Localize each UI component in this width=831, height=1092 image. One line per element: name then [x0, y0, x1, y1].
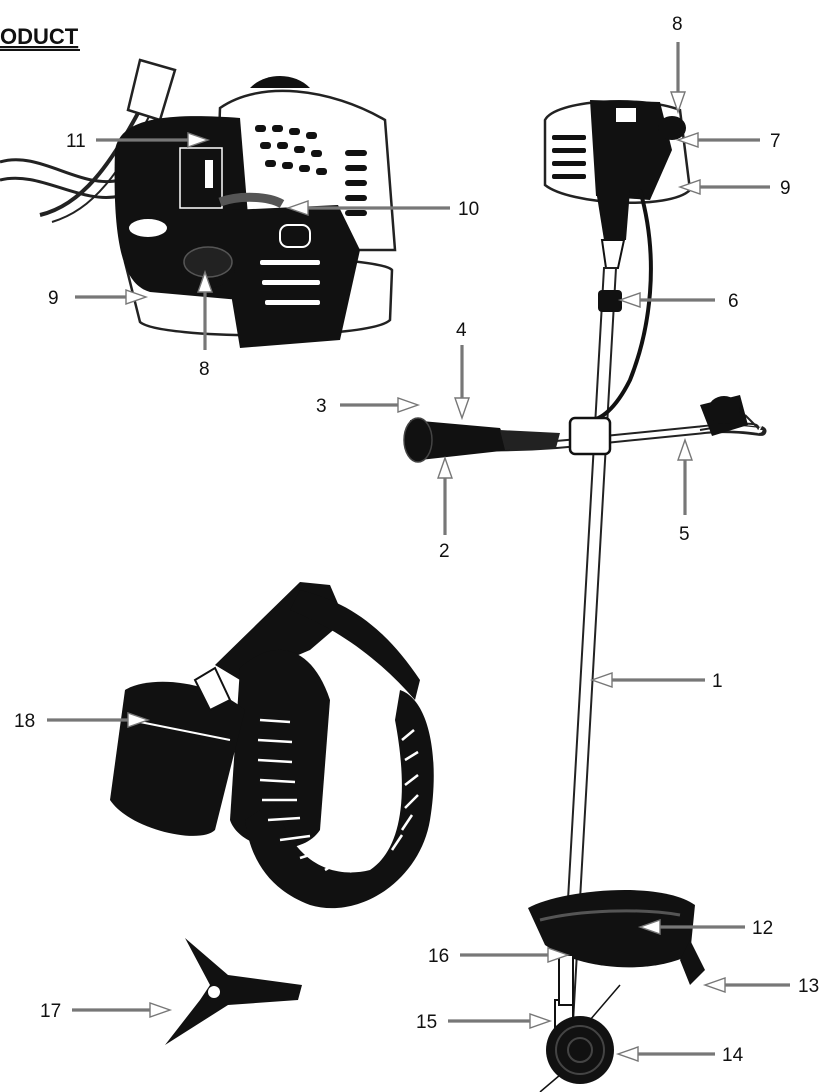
callout-label-1: 1	[712, 671, 723, 692]
callout-arrow-9-right	[677, 179, 770, 195]
callout-arrow-9-left	[75, 289, 149, 305]
callout-arrow-14	[615, 1046, 715, 1062]
callout-label-10: 10	[458, 199, 479, 220]
callout-label-13: 13	[798, 976, 819, 997]
callout-label-18: 18	[14, 711, 35, 732]
callout-label-8-right: 8	[672, 14, 683, 35]
brush-cutter-icon	[403, 100, 767, 1092]
harness-icon	[110, 582, 434, 909]
callout-arrow-18	[47, 712, 151, 728]
engine-detail-icon	[0, 58, 397, 348]
callout-arrow-13	[702, 977, 790, 993]
section-heading: ODUCT	[0, 24, 79, 49]
callout-label-15: 15	[416, 1012, 437, 1033]
callout-label-11: 11	[66, 131, 86, 152]
callout-arrow-7	[675, 132, 760, 148]
callout-arrow-15	[448, 1013, 553, 1029]
callout-arrow-10	[285, 200, 450, 216]
callout-label-4: 4	[456, 320, 467, 341]
callout-label-8-left: 8	[199, 359, 210, 380]
callout-label-2: 2	[439, 541, 450, 562]
callout-label-17: 17	[40, 1001, 61, 1022]
callout-label-14: 14	[722, 1045, 744, 1066]
callout-arrow-2	[437, 455, 453, 535]
callout-arrow-8-left	[197, 269, 213, 350]
callout-label-16: 16	[428, 946, 449, 967]
callout-label-3: 3	[316, 396, 327, 417]
callout-label-12: 12	[752, 918, 773, 939]
callout-label-9-right: 9	[780, 178, 791, 199]
callout-arrow-1	[589, 672, 705, 688]
callout-arrow-11	[96, 132, 211, 148]
callout-arrow-17	[72, 1002, 173, 1018]
callout-arrow-16	[460, 947, 571, 963]
callout-label-5: 5	[679, 524, 690, 545]
callout-arrow-4	[454, 345, 470, 421]
callout-arrow-6	[617, 292, 715, 308]
callout-label-7: 7	[770, 131, 781, 152]
callout-arrow-12	[637, 919, 745, 935]
callout-arrow-5	[677, 437, 693, 515]
callout-label-9-left: 9	[48, 288, 59, 309]
callout-label-6: 6	[728, 291, 739, 312]
callout-arrow-8-right	[670, 42, 686, 115]
three-tooth-blade-icon	[165, 938, 302, 1045]
callout-arrow-3	[340, 397, 421, 413]
